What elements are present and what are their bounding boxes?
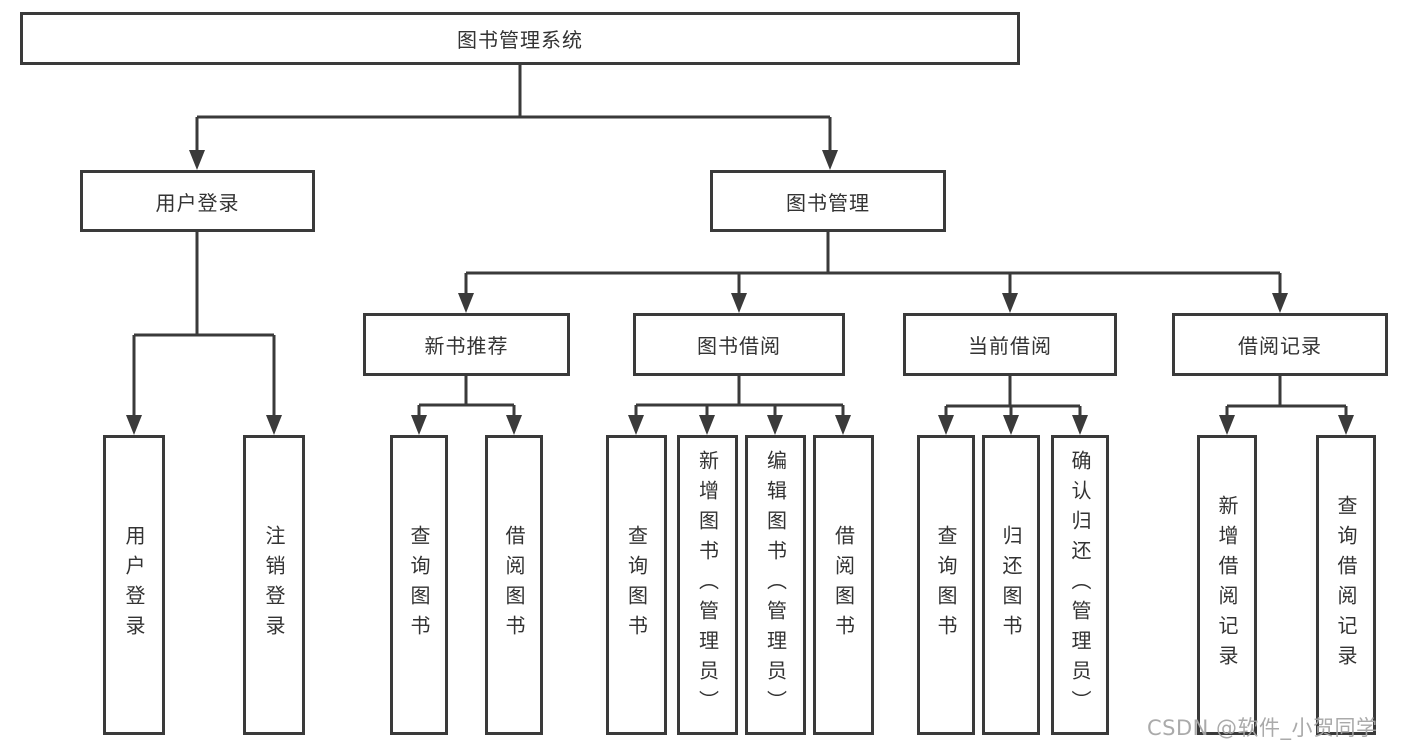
leaf-add-borrow-record: 新增借阅记录 — [1197, 435, 1257, 735]
node-book-management: 图书管理 — [710, 170, 946, 232]
node-label: 查询图书 — [624, 525, 649, 645]
node-book-borrowing: 图书借阅 — [633, 313, 845, 376]
node-label: 归还图书 — [999, 525, 1023, 645]
leaf-borrow-books-recommend: 借阅图书 — [485, 435, 543, 735]
node-label: 图书借阅 — [697, 334, 781, 358]
node-label: 编辑图书（管理员） — [763, 450, 788, 720]
node-label: 新书推荐 — [424, 334, 509, 358]
leaf-user-login: 用户登录 — [103, 435, 165, 735]
node-label: 借阅记录 — [1238, 334, 1322, 358]
node-current-borrowing: 当前借阅 — [903, 313, 1117, 376]
node-borrowing-records: 借阅记录 — [1172, 313, 1388, 376]
node-label: 查询借阅记录 — [1334, 495, 1358, 675]
node-new-book-recommend: 新书推荐 — [363, 313, 570, 376]
node-label: 注销登录 — [262, 525, 286, 645]
node-label: 图书管理系统 — [457, 28, 583, 52]
leaf-borrow-books: 借阅图书 — [813, 435, 874, 735]
csdn-watermark: CSDN @软件_小贺同学 — [1147, 716, 1378, 740]
node-label: 查询图书 — [934, 525, 958, 645]
node-label: 用户登录 — [122, 525, 146, 645]
node-root: 图书管理系统 — [20, 12, 1020, 65]
node-label: 图书管理 — [786, 190, 870, 215]
node-label: 借阅图书 — [502, 525, 526, 645]
node-label: 借阅图书 — [831, 525, 856, 645]
node-label: 新增图书（管理员） — [695, 450, 720, 720]
leaf-add-books-admin: 新增图书（管理员） — [677, 435, 738, 735]
node-label: 当前借阅 — [968, 334, 1052, 358]
leaf-logout: 注销登录 — [243, 435, 305, 735]
leaf-return-books: 归还图书 — [982, 435, 1040, 735]
node-label: 用户登录 — [155, 190, 240, 215]
leaf-query-books-recommend: 查询图书 — [390, 435, 448, 735]
leaf-query-books-borrowing: 查询图书 — [606, 435, 667, 735]
leaf-query-books-current: 查询图书 — [917, 435, 975, 735]
node-label: 确认归还（管理员） — [1068, 450, 1092, 720]
node-label: 新增借阅记录 — [1215, 495, 1239, 675]
leaf-edit-books-admin: 编辑图书（管理员） — [745, 435, 806, 735]
node-user-login: 用户登录 — [80, 170, 315, 232]
leaf-query-borrow-record: 查询借阅记录 — [1316, 435, 1376, 735]
leaf-confirm-return-admin: 确认归还（管理员） — [1051, 435, 1109, 735]
node-label: 查询图书 — [407, 525, 431, 645]
